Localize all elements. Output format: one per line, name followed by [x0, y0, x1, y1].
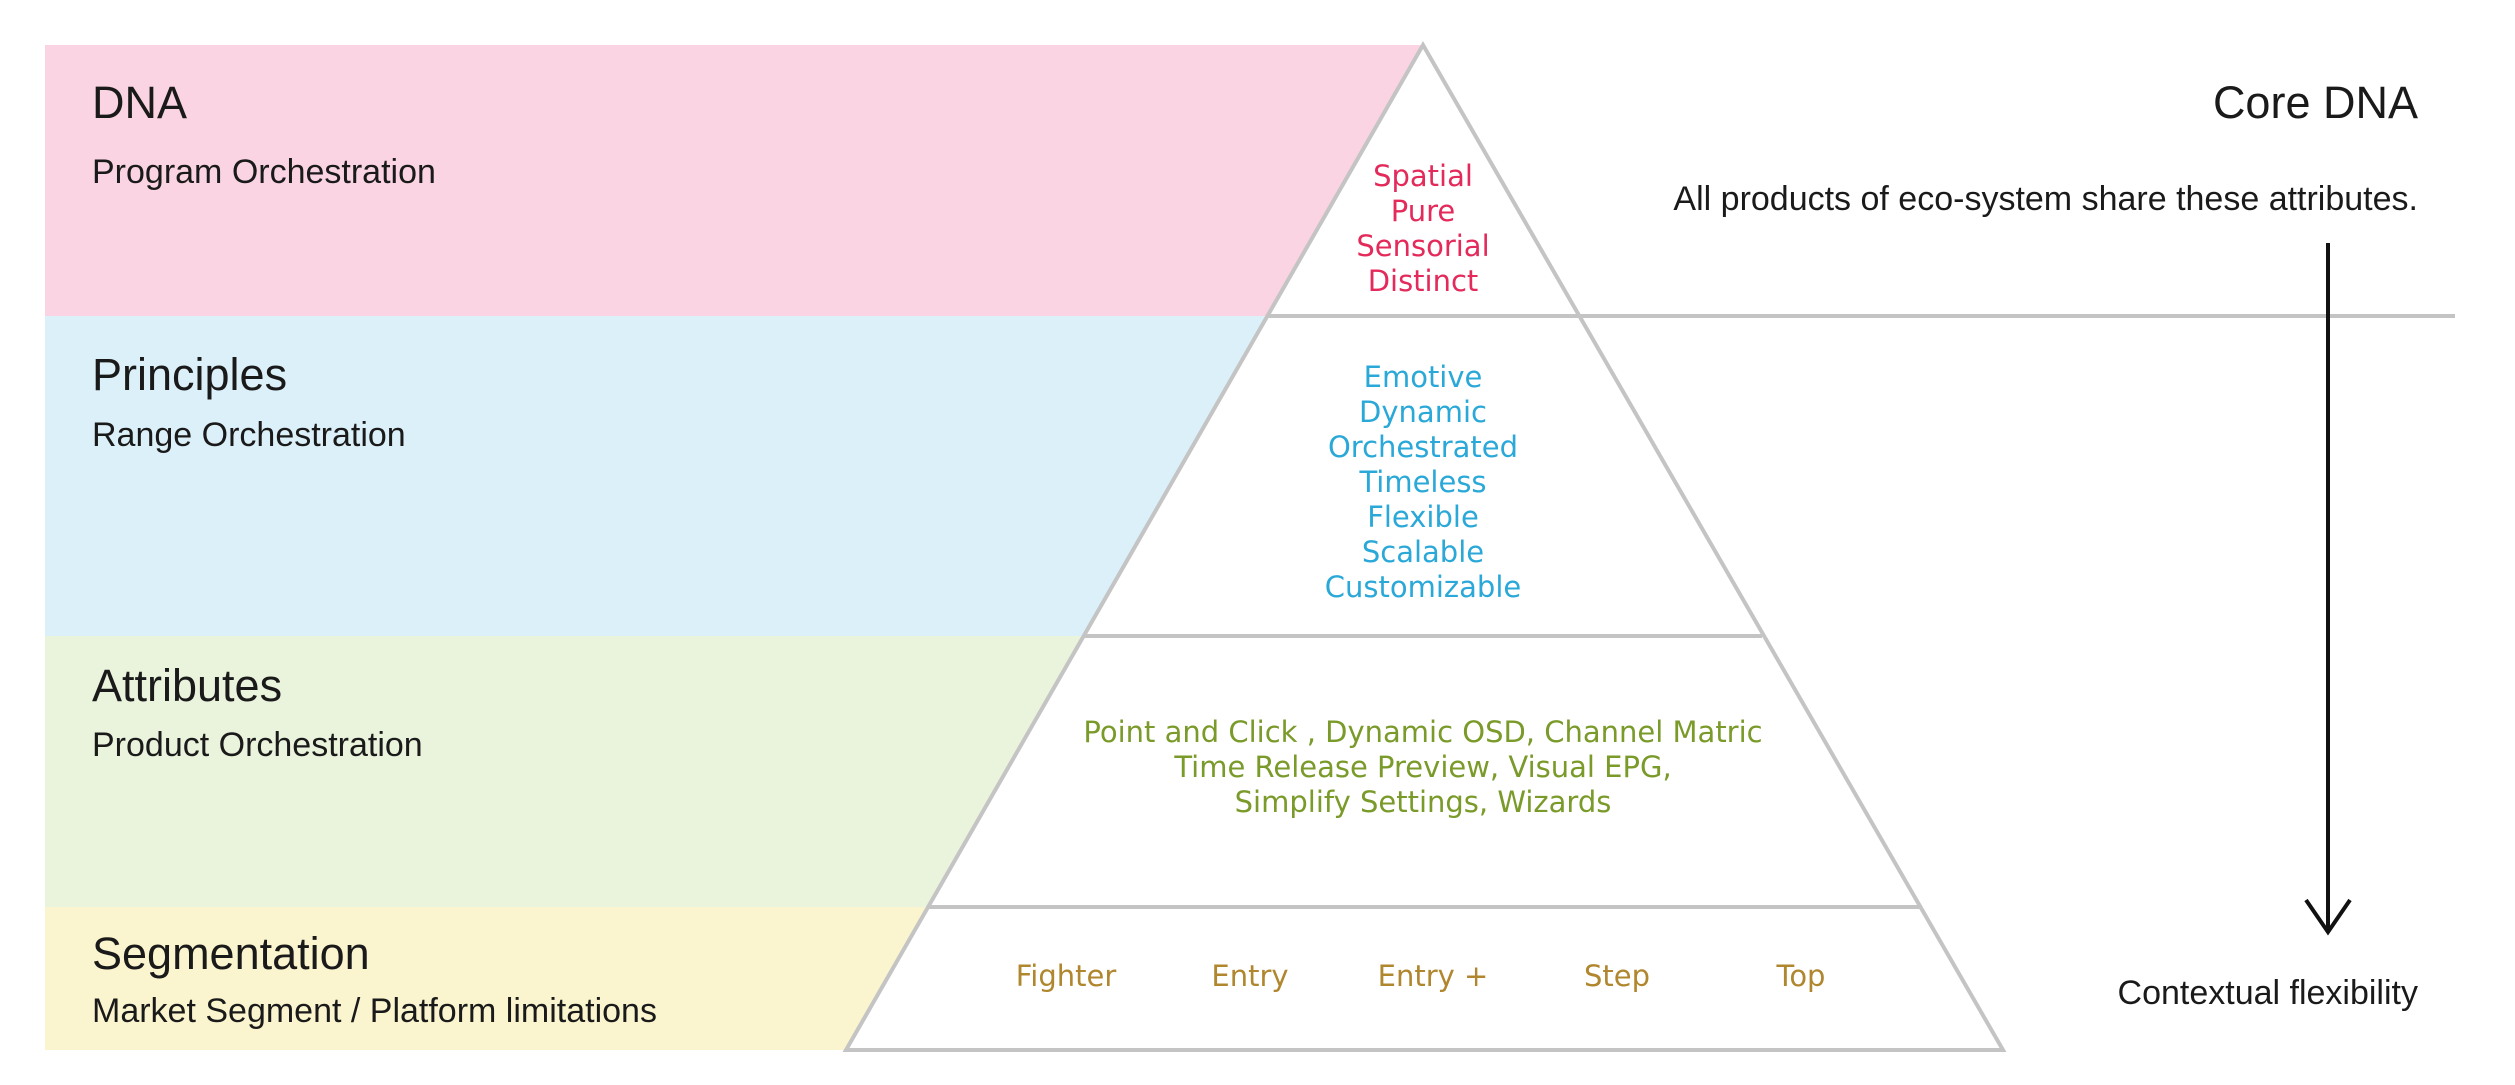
- attribute-item: Time Release Preview, Visual EPG,: [1173, 750, 1671, 784]
- principle-item: Customizable: [1325, 570, 1521, 604]
- principle-item: Dynamic: [1359, 395, 1487, 429]
- segment-item: Top: [1776, 959, 1826, 993]
- principle-item: Timeless: [1358, 465, 1486, 499]
- layer-title-segmentation: Segmentation: [92, 928, 370, 979]
- layer-subtitle-attributes: Product Orchestration: [92, 726, 423, 764]
- layer-subtitle-principles: Range Orchestration: [92, 416, 406, 454]
- layer-title-dna: DNA: [92, 77, 187, 128]
- layer-subtitle-dna: Program Orchestration: [92, 153, 436, 191]
- principle-item: Scalable: [1362, 535, 1484, 569]
- layer-subtitle-segmentation: Market Segment / Platform limitations: [92, 992, 657, 1030]
- dna-item: Sensorial: [1356, 229, 1489, 263]
- core-dna-note: All products of eco-system share these a…: [1673, 180, 2418, 218]
- contextual-flexibility-label: Contextual flexibility: [2118, 974, 2418, 1012]
- principle-item: Flexible: [1367, 500, 1479, 534]
- principle-item: Orchestrated: [1328, 430, 1518, 464]
- band-principles: [45, 316, 1266, 636]
- segment-item: Step: [1584, 959, 1650, 993]
- attribute-item: Point and Click , Dynamic OSD, Channel M…: [1083, 715, 1762, 749]
- band-attributes: [45, 636, 1084, 907]
- band-segmentation: [45, 907, 928, 1050]
- core-dna-title: Core DNA: [2213, 77, 2418, 128]
- dna-item: Pure: [1391, 194, 1456, 228]
- dna-item: Spatial: [1373, 159, 1473, 193]
- segment-item: Fighter: [1016, 959, 1117, 993]
- down-arrow-icon: [2304, 243, 2352, 936]
- band-dna: [45, 45, 1423, 316]
- attribute-items: Point and Click , Dynamic OSD, Channel M…: [1083, 715, 1762, 819]
- principle-items: Emotive Dynamic Orchestrated Timeless Fl…: [1325, 360, 1521, 604]
- attribute-item: Simplify Settings, Wizards: [1235, 785, 1612, 819]
- segment-item: Entry: [1211, 959, 1288, 993]
- principle-item: Emotive: [1364, 360, 1483, 394]
- dna-items: Spatial Pure Sensorial Distinct: [1356, 159, 1489, 298]
- dna-item: Distinct: [1368, 264, 1479, 298]
- layer-title-attributes: Attributes: [92, 660, 282, 711]
- segment-item: Entry +: [1378, 959, 1489, 993]
- pyramid: [842, 40, 2007, 1052]
- segment-items: Fighter Entry Entry + Step Top: [1016, 959, 1826, 993]
- layer-title-principles: Principles: [92, 349, 287, 400]
